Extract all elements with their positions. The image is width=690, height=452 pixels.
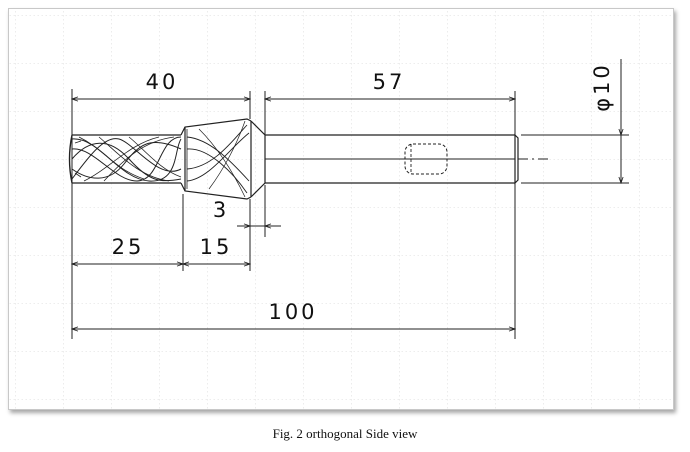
dim-label-57: 57 xyxy=(373,70,406,94)
dim-label-100: 100 xyxy=(268,300,317,324)
flute-section xyxy=(68,134,182,184)
figure-frame: 40 57 φ10 3 25 15 100 xyxy=(8,8,674,410)
grid-background xyxy=(9,9,673,409)
end-mill-tool xyxy=(68,118,549,200)
figure-caption: Fig. 2 orthogonal Side view xyxy=(272,426,418,441)
shank xyxy=(265,133,519,185)
dim-label-15: 15 xyxy=(200,235,233,259)
dim-label-3: 3 xyxy=(213,198,229,222)
dimension-lines xyxy=(72,59,629,339)
dim-label-25: 25 xyxy=(112,235,145,259)
dim-label-diameter: φ10 xyxy=(590,62,614,112)
technical-drawing: 40 57 φ10 3 25 15 100 xyxy=(9,9,673,409)
shank-flat xyxy=(404,143,448,175)
dim-label-40: 40 xyxy=(146,70,179,94)
neck-section xyxy=(180,118,252,200)
